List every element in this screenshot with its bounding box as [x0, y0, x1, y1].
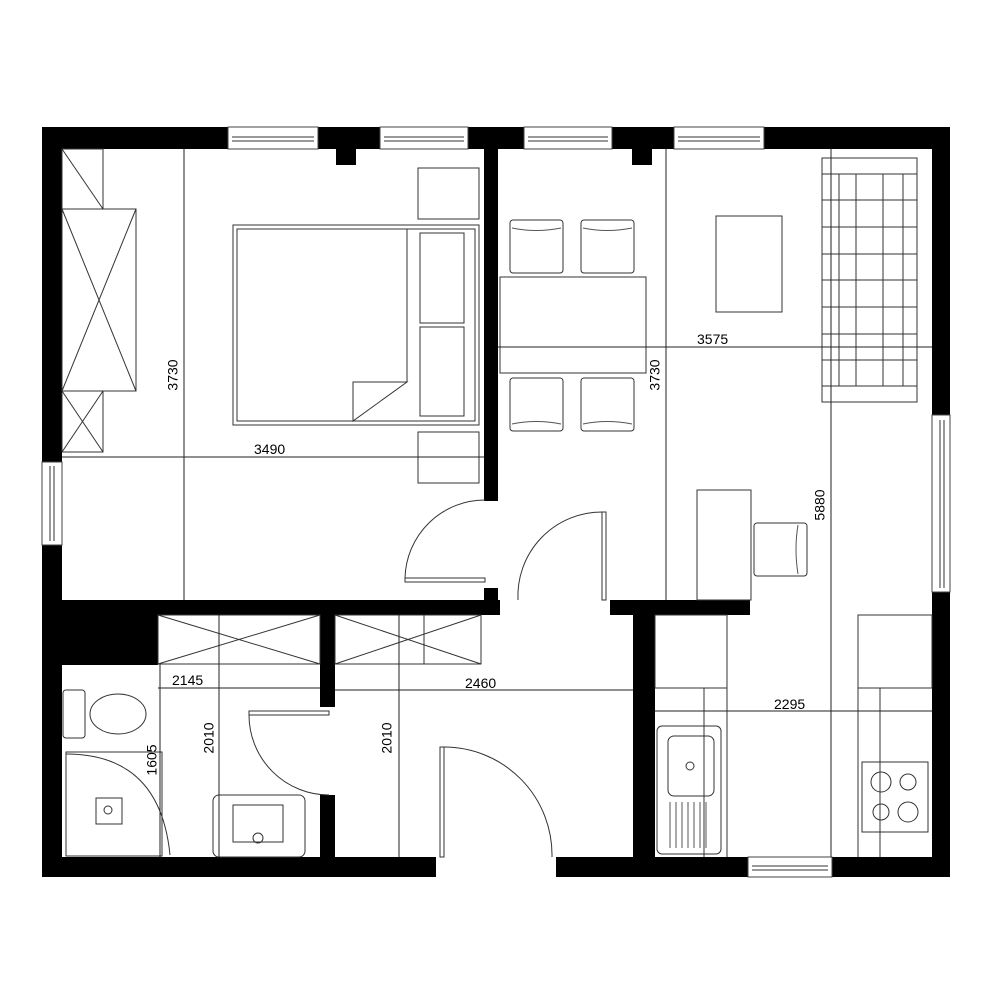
dining-furniture: [499, 219, 647, 432]
dim-bathroom-width: 2145: [172, 672, 204, 688]
dim-hall-width: 2460: [465, 675, 497, 691]
bedroom-furniture: [61, 148, 480, 484]
doors: [248, 499, 607, 858]
dimension-lines: [62, 149, 932, 857]
hall-closets: [157, 614, 482, 665]
walls: [42, 127, 950, 877]
dim-hall-height: 2010: [378, 722, 395, 754]
dim-living-total-height: 5880: [811, 489, 828, 521]
dim-bedroom-height: 3730: [164, 359, 181, 391]
kitchen-fixtures: [654, 614, 933, 857]
dim-living-width: 3575: [697, 331, 729, 347]
dim-shower-size: 1605: [143, 744, 160, 776]
windows: [41, 126, 951, 878]
bathroom-fixtures: [62, 689, 306, 858]
dim-kitchen-width: 2295: [774, 696, 806, 712]
living-furniture: [696, 157, 918, 601]
dim-bathroom-height: 2010: [200, 722, 217, 754]
dim-living-height: 3730: [646, 359, 663, 391]
dim-bedroom-width: 3490: [254, 441, 286, 457]
